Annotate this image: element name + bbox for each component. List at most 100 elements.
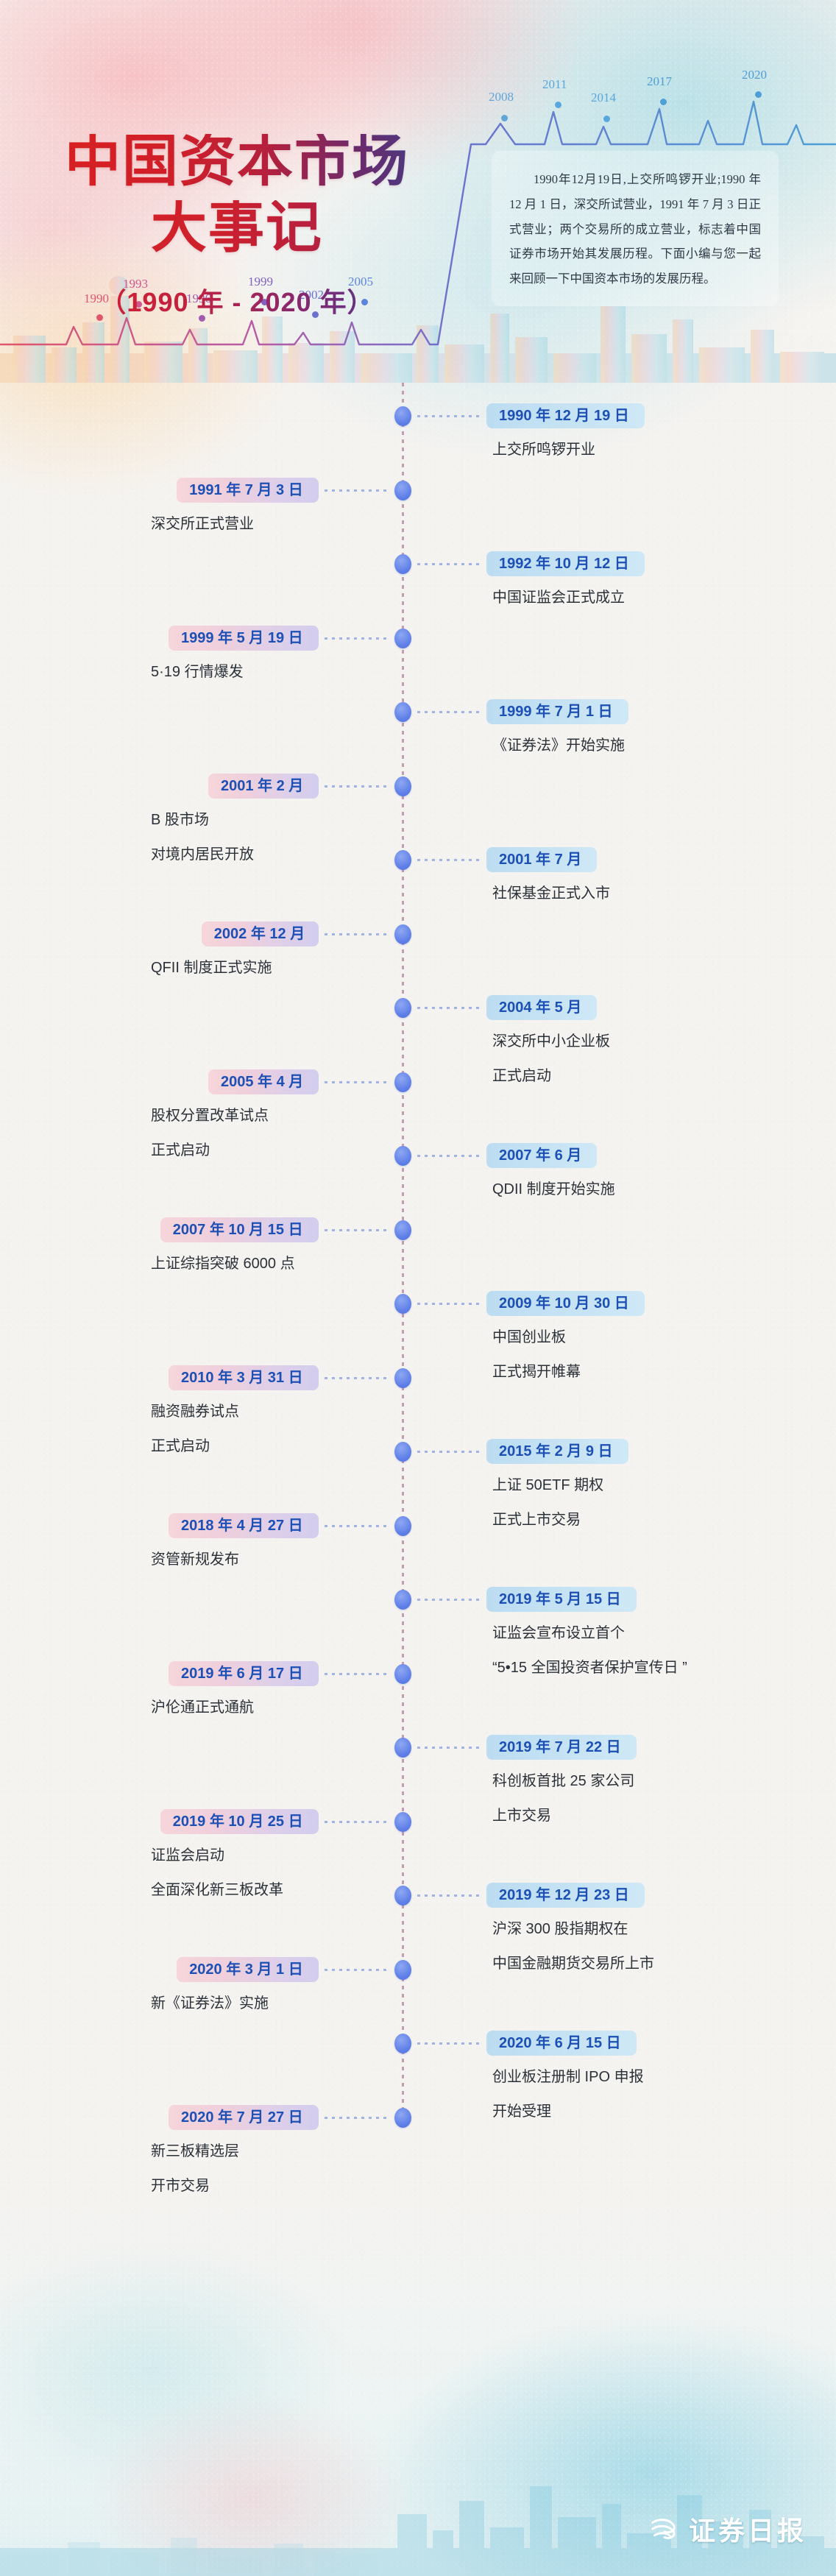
timeline-node[interactable] [394,1367,411,1388]
event-description-line: 上证 50ETF 期权 [492,1477,604,1493]
timeline-node[interactable] [394,2034,411,2053]
timeline-node[interactable] [394,1146,411,1166]
event-description-line: 创业板注册制 IPO 申报 [492,2069,644,2085]
footer-section: 证券日报 [0,2421,836,2576]
event-date-badge[interactable]: 1999 年 7 月 1 日 [486,699,628,724]
event-description-line: 开市交易 [151,2177,210,2194]
timeline-node[interactable] [394,702,411,722]
year-spark-line-chart [0,100,836,346]
year-dot-1999 [261,299,268,305]
timeline-leader-line [417,859,481,861]
timeline-leader-line [325,1228,388,1231]
year-label-2008: 2008 [489,90,514,104]
timeline-node[interactable] [394,1294,411,1314]
event-date-badge[interactable]: 2020 年 3 月 1 日 [177,1956,319,1982]
timeline-leader-line [417,711,481,713]
timeline-node[interactable] [394,554,411,574]
timeline-node[interactable] [394,1959,411,1980]
title-date-range: （1990 年 - 2020 年） [46,281,428,319]
year-label-1993: 1993 [123,277,148,291]
publisher-logo: 证券日报 [646,2510,807,2548]
event-description-line: 中国金融期货交易所上市 [492,1956,654,1972]
event-description-line: 5·19 行情爆发 [151,663,244,680]
year-dot-1996 [199,315,205,322]
event-date-badge[interactable]: 1991 年 7 月 3 日 [177,477,319,503]
event-description-line: 融资融券试点 [151,1403,239,1420]
timeline-node[interactable] [394,1515,411,1536]
event-date-badge[interactable]: 2020 年 7 月 27 日 [169,2104,319,2130]
event-date-badge[interactable]: 2019 年 12 月 23 日 [486,1883,645,1908]
event-date-badge[interactable]: 1992 年 10 月 12 日 [486,551,645,576]
event-description-line: 《证券法》开始实施 [492,737,625,754]
title-block: 中国资本市场 大事记 （1990 年 - 2020 年） [46,134,428,319]
event-date-badge[interactable]: 2010 年 3 月 31 日 [169,1365,319,1390]
event-description-line: 中国创业板 [492,1329,566,1345]
event-description-line: 开始受理 [492,2103,551,2120]
event-date-badge[interactable]: 2001 年 2 月 [208,773,319,799]
timeline-node[interactable] [394,1442,411,1462]
event-date-badge[interactable]: 2019 年 5 月 15 日 [486,1587,637,1612]
event-description-line: 深交所正式营业 [151,515,254,532]
event-date-badge[interactable]: 2002 年 12 月 [201,921,319,946]
event-description-line: 全面深化新三板改革 [151,1881,283,1898]
timeline-node[interactable] [394,1072,411,1092]
event-date-badge[interactable]: 2007 年 10 月 15 日 [160,1217,319,1242]
event-date-badge[interactable]: 2018 年 4 月 27 日 [169,1512,319,1538]
event-date-badge[interactable]: 2015 年 2 月 9 日 [486,1439,628,1464]
timeline-leader-line [417,2042,481,2045]
timeline-node[interactable] [394,850,411,870]
timeline-node[interactable] [394,1663,411,1684]
event-date-badge[interactable]: 1990 年 12 月 19 日 [486,403,645,428]
page-title-line1: 中国资本市场 [46,134,428,190]
event-date-badge[interactable]: 2005 年 4 月 [208,1069,319,1094]
event-description-line: 正式启动 [151,1142,210,1158]
timeline-node[interactable] [394,776,411,796]
timeline-leader-line [325,1672,388,1675]
event-description-line: 正式启动 [151,1437,210,1454]
timeline-leader-line [417,1747,481,1749]
timeline-node[interactable] [394,1886,411,1906]
event-date-badge[interactable]: 2009 年 10 月 30 日 [486,1291,645,1316]
timeline-node[interactable] [394,1590,411,1610]
event-date-badge[interactable]: 2020 年 6 月 15 日 [486,2031,637,2056]
timeline-node[interactable] [394,1220,411,1240]
timeline-leader-line [325,1376,388,1379]
timeline-node[interactable] [394,1811,411,1832]
event-date-badge[interactable]: 2007 年 6 月 [486,1143,597,1168]
event-description-line: 正式揭开帷幕 [492,1364,581,1380]
timeline-leader-line [417,1303,481,1305]
event-date-badge[interactable]: 2004 年 5 月 [486,995,597,1020]
year-label-2005: 2005 [348,275,373,289]
timeline-node[interactable] [394,406,411,426]
year-dot-1993 [135,301,142,308]
timeline-node[interactable] [394,998,411,1018]
timeline-leader-line [417,1155,481,1157]
timeline-leader-line [325,1080,388,1083]
timeline-leader-line [325,637,388,640]
timeline-node[interactable] [394,2107,411,2128]
year-label-1996: 1996 [186,291,211,306]
city-skyline-illustration [0,276,836,383]
year-dot-2020 [755,91,762,98]
event-description-line: 新三板精选层 [151,2142,239,2159]
event-description-line: 上市交易 [492,1808,551,1824]
swirl-wave-logo-icon [651,2519,676,2539]
event-date-badge[interactable]: 2001 年 7 月 [486,847,597,872]
event-description-line: 对境内居民开放 [151,846,254,863]
event-date-badge[interactable]: 2019 年 6 月 17 日 [169,1660,319,1686]
event-date-badge[interactable]: 2019 年 7 月 22 日 [486,1735,637,1760]
timeline-leader-line [417,1451,481,1453]
timeline-node[interactable] [394,628,411,648]
event-description-line: 上证综指突破 6000 点 [151,1255,295,1272]
year-dot-2017 [660,99,667,105]
event-date-badge[interactable]: 2019 年 10 月 25 日 [160,1808,319,1834]
timeline-node[interactable] [394,1738,411,1758]
event-date-badge[interactable]: 1999 年 5 月 19 日 [169,625,319,651]
event-description-line: QFII 制度正式实施 [151,959,272,976]
year-label-1990: 1990 [84,291,109,306]
event-description-line: 股权分置改革试点 [151,1107,269,1124]
timeline-node[interactable] [394,924,411,944]
year-dot-2005 [361,299,368,305]
timeline-node[interactable] [394,480,411,500]
